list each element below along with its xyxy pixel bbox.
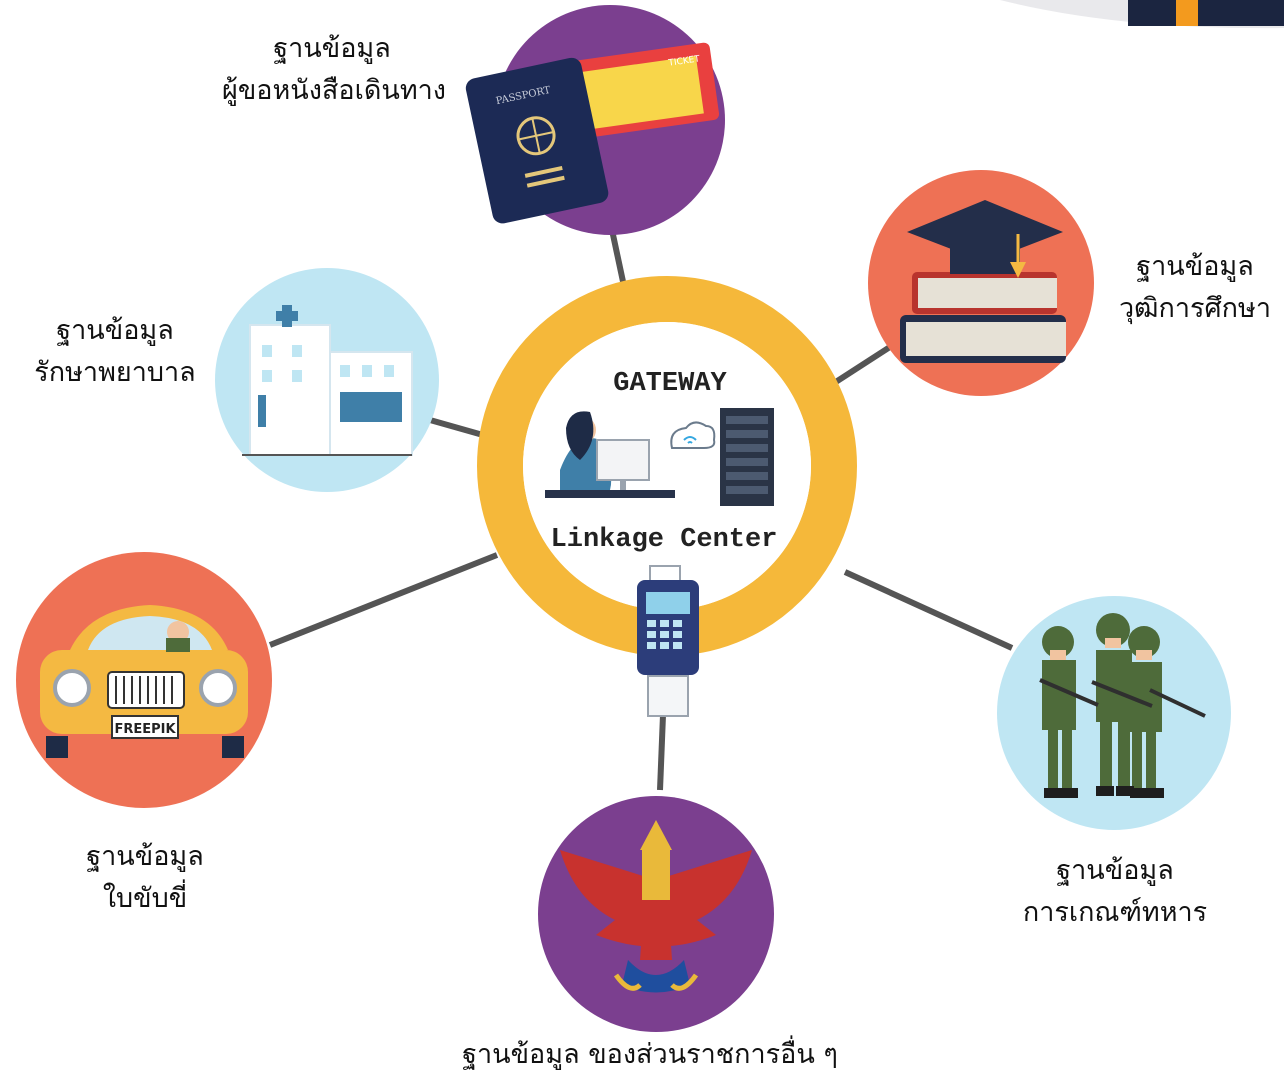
hospital-label-line1: ฐานข้อมูล xyxy=(56,315,174,346)
graduation-books-icon xyxy=(900,200,1066,363)
connector-driving xyxy=(268,552,499,648)
education-label-line1: ฐานข้อมูล xyxy=(1136,251,1254,282)
ticket-label: TICKET xyxy=(667,54,701,68)
passport-label-block: ฐานข้อมูล ผู้ขอหนังสือเดินทาง xyxy=(222,28,446,112)
other-label-block: ฐานข้อมูล ของส่วนราชการอื่น ๆ xyxy=(440,1034,860,1076)
connector-other xyxy=(657,714,666,791)
hospital-building-icon xyxy=(242,305,413,456)
cloud-wifi-icon xyxy=(670,421,716,449)
military-label-block: ฐานข้อมูล การเกณฑ์ทหาร xyxy=(1020,850,1210,934)
connector-education xyxy=(826,342,895,390)
license-plate-text: FREEPIK xyxy=(114,722,176,737)
military-label-line1: ฐานข้อมูล xyxy=(1056,855,1174,886)
hospital-label-block: ฐานข้อมูล รักษาพยาบาล xyxy=(30,310,200,394)
hub-subtitle: Linkage Center xyxy=(551,525,778,555)
hub-inner xyxy=(523,322,811,610)
military-label-line2: การเกณฑ์ทหาร xyxy=(1022,896,1208,928)
server-rack-icon xyxy=(720,408,774,506)
connector-military xyxy=(843,569,1014,651)
payment-terminal-icon xyxy=(637,565,699,717)
soldiers-icon xyxy=(1039,613,1206,798)
garuda-emblem-icon xyxy=(560,820,752,993)
passport-ticket-icon: TICKET PASSPORT xyxy=(465,42,720,224)
driving-label-line2: ใบขับขี่ xyxy=(102,882,188,914)
driving-label-block: ฐานข้อมูล ใบขับขี่ xyxy=(60,836,230,920)
operator-computer-icon xyxy=(545,411,675,498)
other-label-line1: ฐานข้อมูล ของส่วนราชการอื่น ๆ xyxy=(462,1039,838,1070)
driving-label-line1: ฐานข้อมูล xyxy=(86,841,204,872)
hub-title: GATEWAY xyxy=(613,369,727,399)
taxi-car-icon: FREEPIK xyxy=(40,605,248,758)
education-label-line2: วุฒิการศึกษา xyxy=(1118,292,1271,324)
corner-decoration xyxy=(1000,0,1284,29)
education-label-block: ฐานข้อมูล วุฒิการศึกษา xyxy=(1110,246,1280,330)
hospital-label-line2: รักษาพยาบาล xyxy=(34,356,196,388)
passport-label-line1: ฐานข้อมูล xyxy=(273,33,391,64)
passport-label-line2: ผู้ขอหนังสือเดินทาง xyxy=(222,74,446,106)
